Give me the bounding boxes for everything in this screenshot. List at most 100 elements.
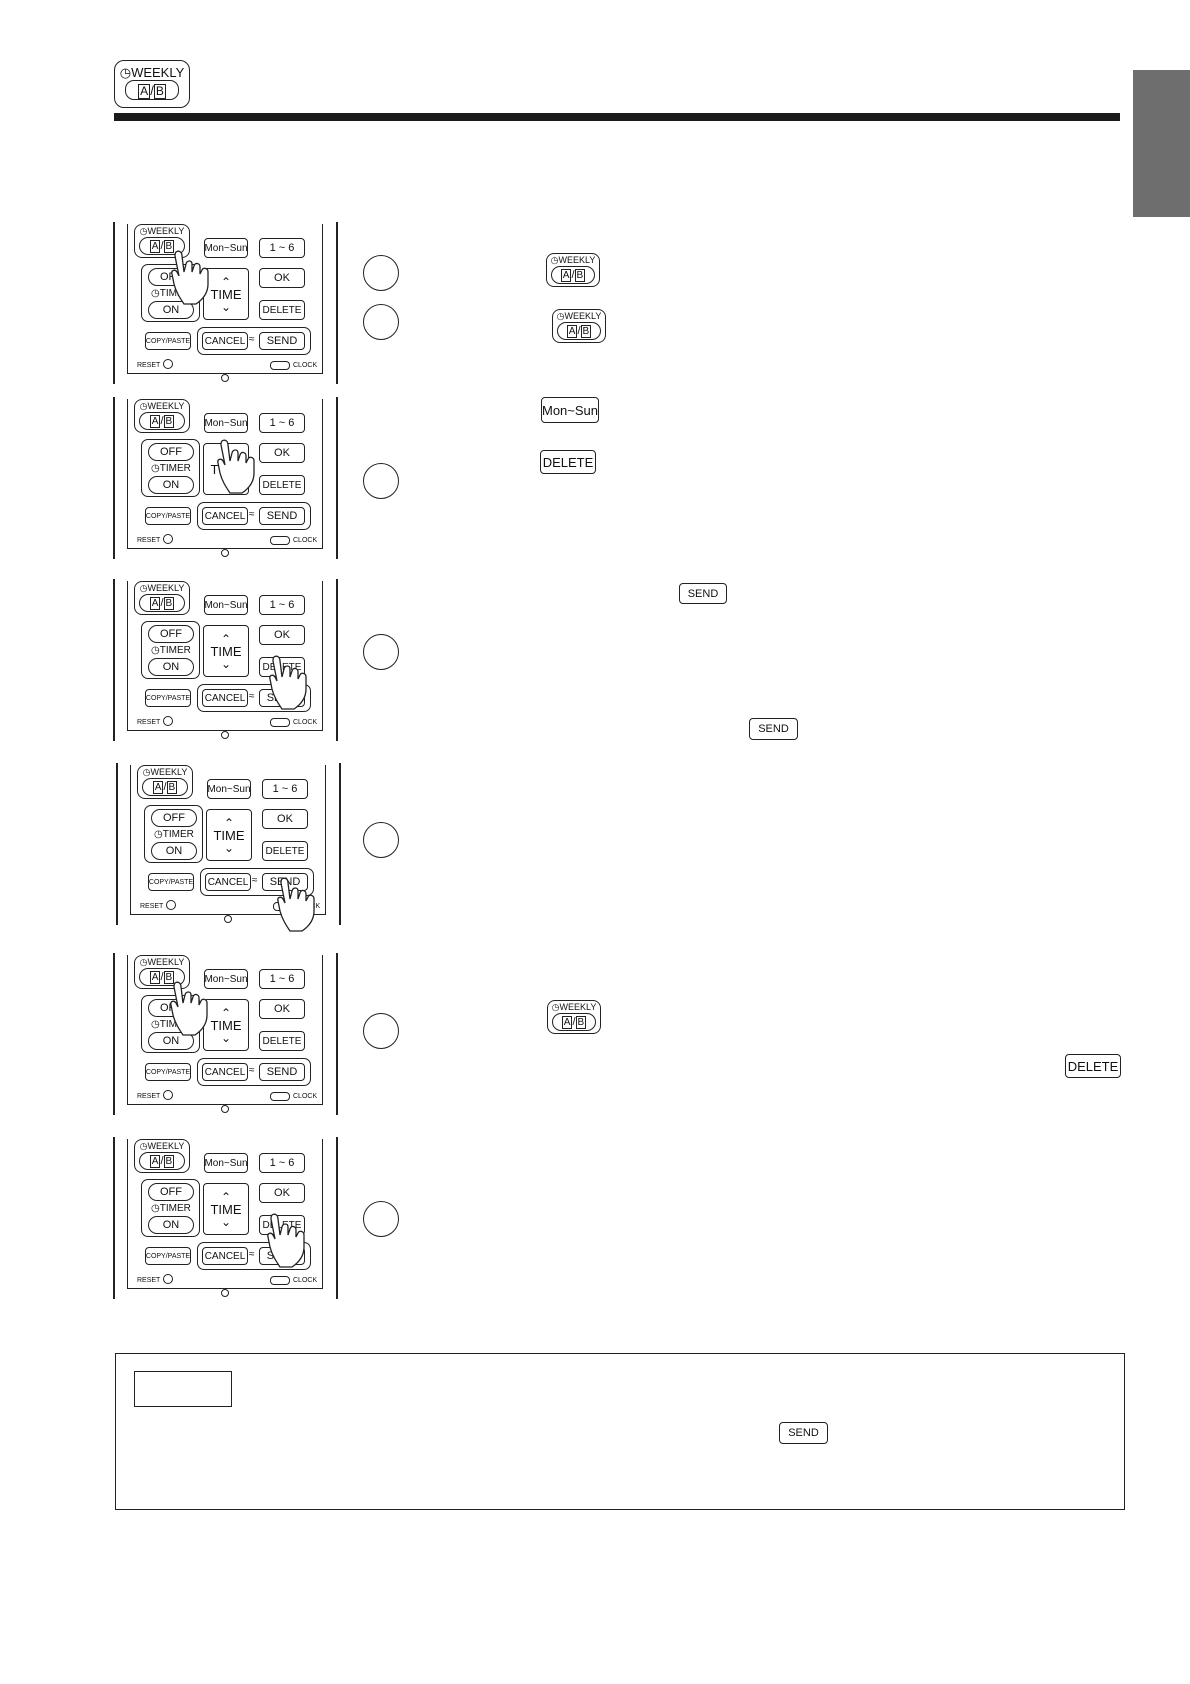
clock-icon: ◷: [139, 1141, 148, 1151]
mon-sun-button[interactable]: Mon~Sun: [207, 779, 251, 799]
pointing-hand-icon: [171, 250, 209, 305]
timer-on-button[interactable]: ON: [148, 1032, 194, 1050]
ok-button[interactable]: OK: [259, 268, 305, 288]
cancel-button[interactable]: CANCEL: [202, 507, 248, 525]
copy-paste-button[interactable]: COPY/PASTE: [145, 507, 191, 525]
delete-button[interactable]: DELETE: [259, 475, 305, 495]
chevron-down-icon[interactable]: ⌄: [223, 841, 235, 855]
signal-icon: ≈: [249, 691, 255, 702]
clock-button[interactable]: [270, 361, 290, 370]
cancel-button[interactable]: CANCEL: [202, 332, 248, 350]
timer-label: ◷TIMER: [151, 1203, 191, 1214]
delete-button[interactable]: DELETE: [259, 1031, 305, 1051]
send-button[interactable]: SEND: [259, 1063, 305, 1081]
chevron-down-icon[interactable]: ⌄: [220, 300, 232, 314]
timer-off-button[interactable]: OFF: [148, 443, 194, 461]
remote-control-illustration: ◷WEEKLY A/B Mon~Sun 1 ~ 6 OFF ◷TIMER ON …: [113, 1137, 339, 1299]
chevron-up-icon[interactable]: ⌃: [220, 275, 232, 289]
clock-icon: ◷: [139, 583, 148, 593]
copy-paste-button[interactable]: COPY/PASTE: [145, 689, 191, 707]
remote-body: [127, 399, 323, 549]
copy-paste-button[interactable]: COPY/PASTE: [148, 873, 194, 891]
remote-body: [127, 1139, 323, 1289]
signal-icon: ≈: [249, 1065, 255, 1076]
reset-button[interactable]: [163, 534, 173, 544]
mon-sun-button[interactable]: Mon~Sun: [204, 595, 248, 615]
send-group: [197, 502, 311, 530]
time-button[interactable]: ⌃ TIME ⌄: [203, 625, 249, 677]
chevron-up-icon[interactable]: ⌃: [220, 1006, 232, 1020]
ok-button[interactable]: OK: [259, 999, 305, 1019]
clock-button[interactable]: [270, 536, 290, 545]
time-button[interactable]: ⌃ TIME ⌄: [203, 268, 249, 320]
mon-sun-button[interactable]: Mon~Sun: [204, 238, 248, 258]
cancel-button[interactable]: CANCEL: [202, 1063, 248, 1081]
chevron-up-icon[interactable]: ⌃: [220, 632, 232, 646]
reset-button[interactable]: [163, 716, 173, 726]
chevron-down-icon[interactable]: ⌄: [220, 1031, 232, 1045]
reset-button[interactable]: [166, 900, 176, 910]
one-to-six-button[interactable]: 1 ~ 6: [262, 779, 308, 799]
send-button[interactable]: SEND: [259, 332, 305, 350]
mon-sun-button[interactable]: Mon~Sun: [204, 969, 248, 989]
ok-button[interactable]: OK: [259, 443, 305, 463]
reset-button[interactable]: [163, 359, 173, 369]
reset-label: RESET: [137, 537, 161, 544]
chevron-up-icon[interactable]: ⌃: [223, 816, 235, 830]
timer-on-button[interactable]: ON: [148, 1216, 194, 1234]
timer-off-button[interactable]: OFF: [148, 1183, 194, 1201]
one-to-six-button[interactable]: 1 ~ 6: [259, 969, 305, 989]
remote-body: [127, 581, 323, 731]
clock-button[interactable]: [270, 718, 290, 727]
delete-button[interactable]: DELETE: [262, 841, 308, 861]
copy-paste-button[interactable]: COPY/PASTE: [145, 332, 191, 350]
timer-on-button[interactable]: ON: [148, 476, 194, 494]
clock-button[interactable]: [270, 1276, 290, 1285]
remote-weekly-button[interactable]: ◷WEEKLY A/B: [137, 765, 193, 799]
one-to-six-button[interactable]: 1 ~ 6: [259, 595, 305, 615]
ok-button[interactable]: OK: [262, 809, 308, 829]
one-to-six-button[interactable]: 1 ~ 6: [259, 238, 305, 258]
timer-off-button[interactable]: OFF: [151, 809, 197, 827]
time-button[interactable]: ⌃ TIME ⌄: [206, 809, 252, 861]
clock-icon: ◷: [151, 645, 160, 656]
timer-off-button[interactable]: OFF: [148, 625, 194, 643]
reset-button[interactable]: [163, 1274, 173, 1284]
clock-button[interactable]: [270, 1092, 290, 1101]
clock-icon: ◷: [151, 1203, 160, 1214]
timer-on-button[interactable]: ON: [148, 301, 194, 319]
one-to-six-button[interactable]: 1 ~ 6: [259, 1153, 305, 1173]
ok-button[interactable]: OK: [259, 625, 305, 645]
one-to-six-button[interactable]: 1 ~ 6: [259, 413, 305, 433]
step-circle-1: [363, 255, 399, 291]
chevron-down-icon[interactable]: ⌄: [220, 1215, 232, 1229]
time-button[interactable]: ⌃ TIME ⌄: [203, 1183, 249, 1235]
remote-weekly-button[interactable]: ◷WEEKLY A/B: [134, 1139, 190, 1173]
reset-button[interactable]: [163, 1090, 173, 1100]
timer-on-button[interactable]: ON: [148, 658, 194, 676]
send-group: [197, 1242, 311, 1270]
chevron-down-icon[interactable]: ⌄: [220, 657, 232, 671]
remote-weekly-button[interactable]: ◷WEEKLY A/B: [134, 955, 190, 989]
chevron-up-icon[interactable]: ⌃: [220, 1190, 232, 1204]
remote-weekly-button[interactable]: ◷WEEKLY A/B: [134, 399, 190, 433]
timer-on-button[interactable]: ON: [151, 842, 197, 860]
cancel-button[interactable]: CANCEL: [202, 1247, 248, 1265]
copy-paste-button[interactable]: COPY/PASTE: [145, 1063, 191, 1081]
delete-button[interactable]: DELETE: [259, 300, 305, 320]
mon-sun-button[interactable]: Mon~Sun: [204, 1153, 248, 1173]
remote-hole: [221, 1105, 229, 1113]
cancel-button[interactable]: CANCEL: [205, 873, 251, 891]
copy-paste-button[interactable]: COPY/PASTE: [145, 1247, 191, 1265]
clock-icon: ◷: [154, 829, 163, 840]
time-button[interactable]: ⌃ TIME ⌄: [203, 999, 249, 1051]
mon-sun-button[interactable]: Mon~Sun: [204, 413, 248, 433]
send-key-inline: SEND: [779, 1422, 828, 1444]
ok-button[interactable]: OK: [259, 1183, 305, 1203]
cancel-button[interactable]: CANCEL: [202, 689, 248, 707]
clock-label: CLOCK: [293, 1277, 318, 1284]
pointing-hand-icon: [277, 877, 315, 932]
send-button[interactable]: SEND: [259, 507, 305, 525]
remote-body: [127, 224, 323, 374]
remote-weekly-button[interactable]: ◷WEEKLY A/B: [134, 581, 190, 615]
